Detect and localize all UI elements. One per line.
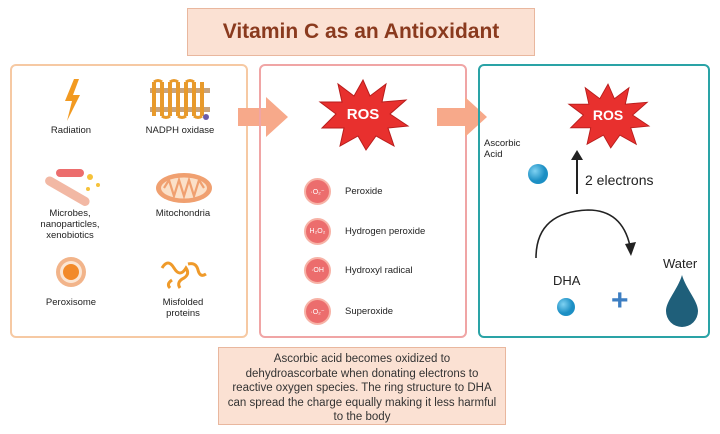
dha-label: DHA [553,273,581,288]
microbes-icon [45,169,100,206]
ros-label-2: Hydrogen peroxide [345,226,426,237]
lightning-icon [65,79,80,121]
water-label: Water [663,256,698,271]
electrons-label: 2 electrons [585,172,654,188]
ros-label-4: Superoxide [345,306,394,317]
title-box: Vitamin C as an Antioxidant [187,8,535,56]
dha-molecule-icon [557,298,575,316]
source-peroxisome-label: Peroxisome [45,297,97,308]
peroxisome-icon [56,257,86,287]
ascorbic-acid-label: Ascorbic Acid [484,138,521,160]
ros-label-1: Peroxide [345,186,383,197]
arrow-right-icon-2 [437,97,487,137]
caption-box: Ascorbic acid becomes oxidized to dehydr… [218,347,506,425]
nadph-oxidase-icon [150,79,210,120]
ascorbic-acid-molecule-icon [528,164,548,184]
mitochondria-icon [156,173,212,203]
misfolded-proteins-icon [160,261,207,290]
plus-sign: + [611,284,629,317]
ros-center-label: ROS [346,106,380,123]
ros-symbol-1: ·O₂⁻ [304,178,331,205]
ros-burst-icon [318,78,410,151]
ros-symbol-4: ·O₂⁻ [304,298,331,325]
source-radiation-label: Radiation [50,125,92,136]
reaction-ros-label: ROS [592,107,624,123]
arrow-up-icon [571,150,583,194]
arrow-right-icon [238,97,288,137]
ros-symbol-3: ·OH [304,257,331,284]
ros-burst-icon-2 [567,83,651,149]
source-nadph-label: NADPH oxidase [145,125,215,136]
page-title: Vitamin C as an Antioxidant [222,20,500,43]
source-misfolded-label: Misfolded proteins [162,297,204,319]
source-microbes-label: Microbes, nanoparticles, xenobiotics [40,208,100,241]
curved-arrow-icon [535,209,636,259]
ros-types-panel [259,64,467,338]
source-mitochondria-label: Mitochondria [155,208,211,219]
water-drop-icon [666,275,698,327]
ros-sources-panel [10,64,248,338]
reaction-panel [478,64,710,338]
ros-label-3: Hydroxyl radical [345,265,413,276]
ros-symbol-2: H₂O₂ [304,218,331,245]
